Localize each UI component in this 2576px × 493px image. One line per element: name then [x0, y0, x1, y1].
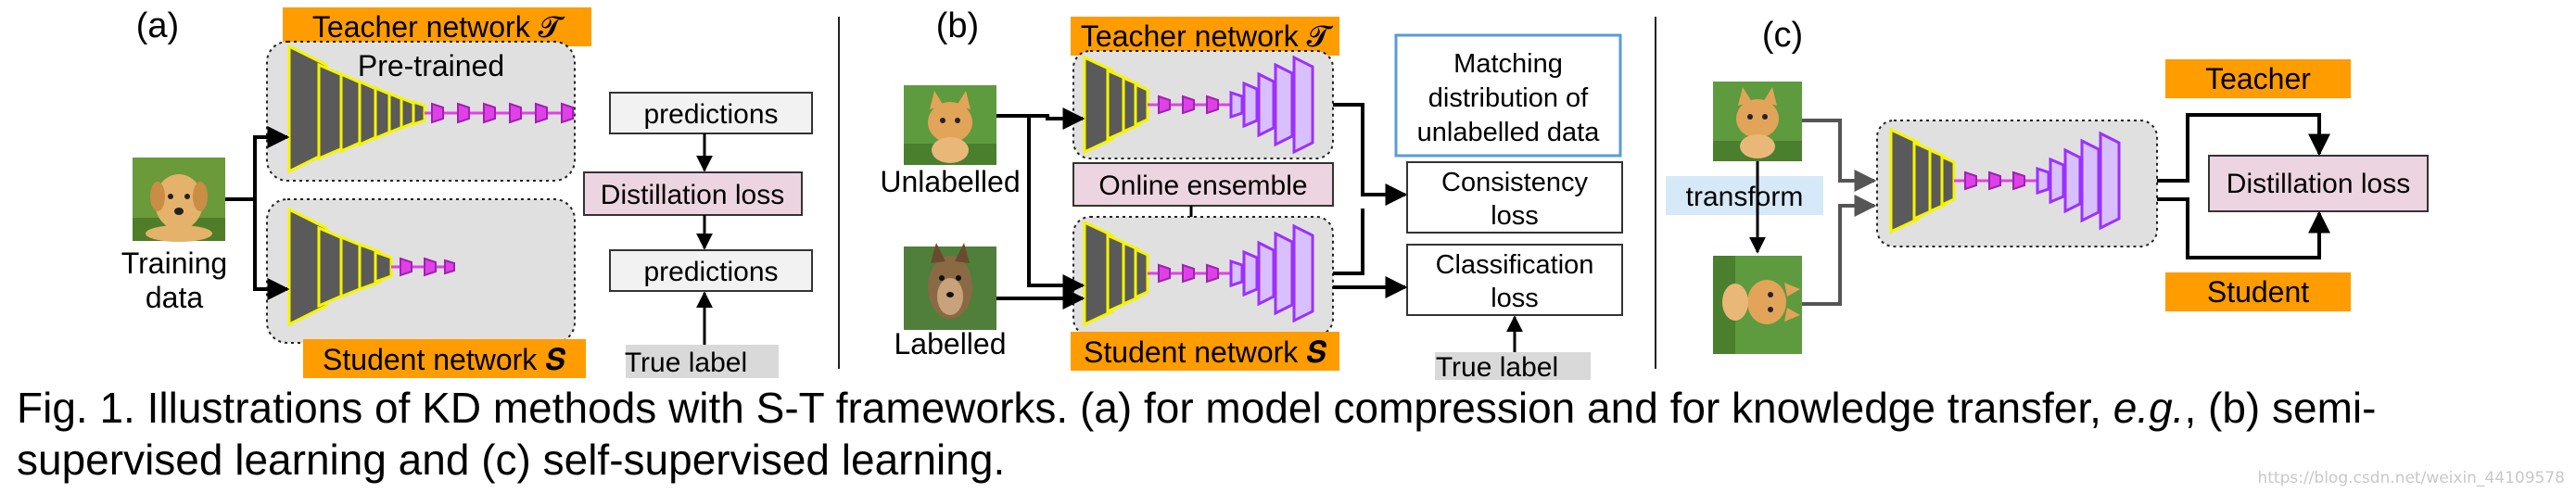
- student-network-a-label: Student network 𝑺: [323, 343, 565, 376]
- pretrained-label: Pre-trained: [358, 49, 504, 82]
- cat-image-transformed: [1713, 256, 1802, 354]
- online-ensemble-label: Online ensemble: [1098, 171, 1307, 201]
- figure-diagram: (a) Teacher network 𝓣 Pre-trained: [121, 6, 2429, 380]
- unlabelled-cat-image: [904, 85, 996, 165]
- predictions-top-box: [609, 92, 813, 134]
- teacher-c-label: Teacher: [2205, 62, 2311, 95]
- training-data-label-line1: Training: [121, 246, 227, 280]
- matching-label-line1: Matching: [1453, 49, 1563, 79]
- training-data-label-line2: data: [146, 281, 203, 314]
- true-label-a-box: [626, 345, 779, 378]
- teacher-network-b-tag: [1071, 17, 1339, 56]
- teacher-c-tag: [2165, 59, 2351, 98]
- panel-c-label: (c): [1762, 16, 1803, 55]
- distillation-loss-a-label: Distillation loss: [601, 180, 784, 210]
- distillation-loss-a-box: [583, 171, 803, 216]
- panel-a: (a) Teacher network 𝓣 Pre-trained: [121, 6, 813, 378]
- consistency-loss-line2: loss: [1491, 201, 1539, 231]
- student-b-conv-layers: [1083, 220, 1314, 327]
- figure-caption: Fig. 1. Illustrations of KD methods with…: [17, 382, 2557, 486]
- teacher-to-consistency-arrow: [1333, 103, 1408, 206]
- unlabelled-to-student-arrow: [1027, 116, 1085, 297]
- matching-label-line2: distribution of: [1428, 83, 1589, 113]
- predictions-bottom-box: [609, 249, 813, 292]
- student-network-b-label: Student network 𝑺: [1084, 335, 1326, 369]
- panel-b-label: (b): [936, 6, 979, 45]
- network-to-student-loss-arrow: [2157, 197, 2330, 259]
- classification-loss-line1: Classification: [1436, 250, 1594, 280]
- matching-distribution-box: [1394, 33, 1622, 158]
- transform-box: [1666, 176, 1823, 215]
- teacher-b-conv-layers: [1083, 55, 1314, 155]
- student-network-b-tag: [1071, 332, 1339, 371]
- unlabelled-label: Unlabelled: [880, 165, 1020, 198]
- transform-label: transform: [1686, 182, 1804, 212]
- classification-loss-line2: loss: [1491, 284, 1539, 313]
- network-to-teacher-loss-arrow: [2157, 113, 2330, 183]
- caption-eg: e.g.: [2113, 384, 2185, 432]
- student-to-consistency-arrow: [1333, 209, 1364, 275]
- consistency-loss-box: [1406, 161, 1623, 234]
- predictions-bottom-label: predictions: [643, 257, 778, 287]
- distillation-loss-c-box: [2208, 155, 2429, 212]
- distillation-loss-c-label: Distillation loss: [2227, 169, 2410, 199]
- teacher-network-b-label: Teacher network 𝓣: [1081, 19, 1334, 53]
- labelled-label: Labelled: [895, 327, 1007, 360]
- network-c-conv-layers: [1889, 127, 2121, 234]
- true-label-b-box: [1435, 352, 1591, 380]
- true-label-b-label: True label: [1436, 352, 1558, 380]
- labelled-dog-image: [904, 243, 996, 330]
- original-to-network-arrow: [1802, 119, 1877, 192]
- student-c-tag: [2165, 272, 2351, 311]
- consistency-loss-line1: Consistency: [1441, 168, 1588, 197]
- matching-label-line3: unlabelled data: [1417, 118, 1601, 147]
- true-label-a-label: True label: [625, 348, 747, 378]
- panel-b: (b) Teacher network 𝓣 Online ensemble: [880, 6, 1623, 380]
- input-to-student-arrow: [225, 197, 290, 300]
- teacher-a-conv-layers: [287, 44, 575, 174]
- transformed-to-network-arrow: [1802, 195, 1877, 306]
- panel-c: (c) transform: [1666, 16, 2429, 354]
- watermark: https://blog.csdn.net/weixin_44109578: [2257, 469, 2565, 487]
- online-ensemble-box: [1072, 162, 1334, 207]
- student-c-label: Student: [2207, 275, 2309, 309]
- predictions-top-label: predictions: [643, 99, 778, 130]
- panel-a-label: (a): [136, 6, 179, 45]
- teacher-network-a-tag: [283, 7, 591, 46]
- cat-image-original: [1713, 82, 1802, 161]
- unlabelled-to-teacher-arrow: [996, 107, 1085, 130]
- student-network-a-tag: [303, 339, 586, 378]
- teacher-network-a-label: Teacher network 𝓣: [312, 10, 565, 44]
- training-data-dog-image: [133, 158, 225, 242]
- caption-part1: Fig. 1. Illustrations of KD methods with…: [17, 384, 2113, 432]
- caption-part2: , (b) semi-supervised learning and (c) s…: [17, 384, 2377, 484]
